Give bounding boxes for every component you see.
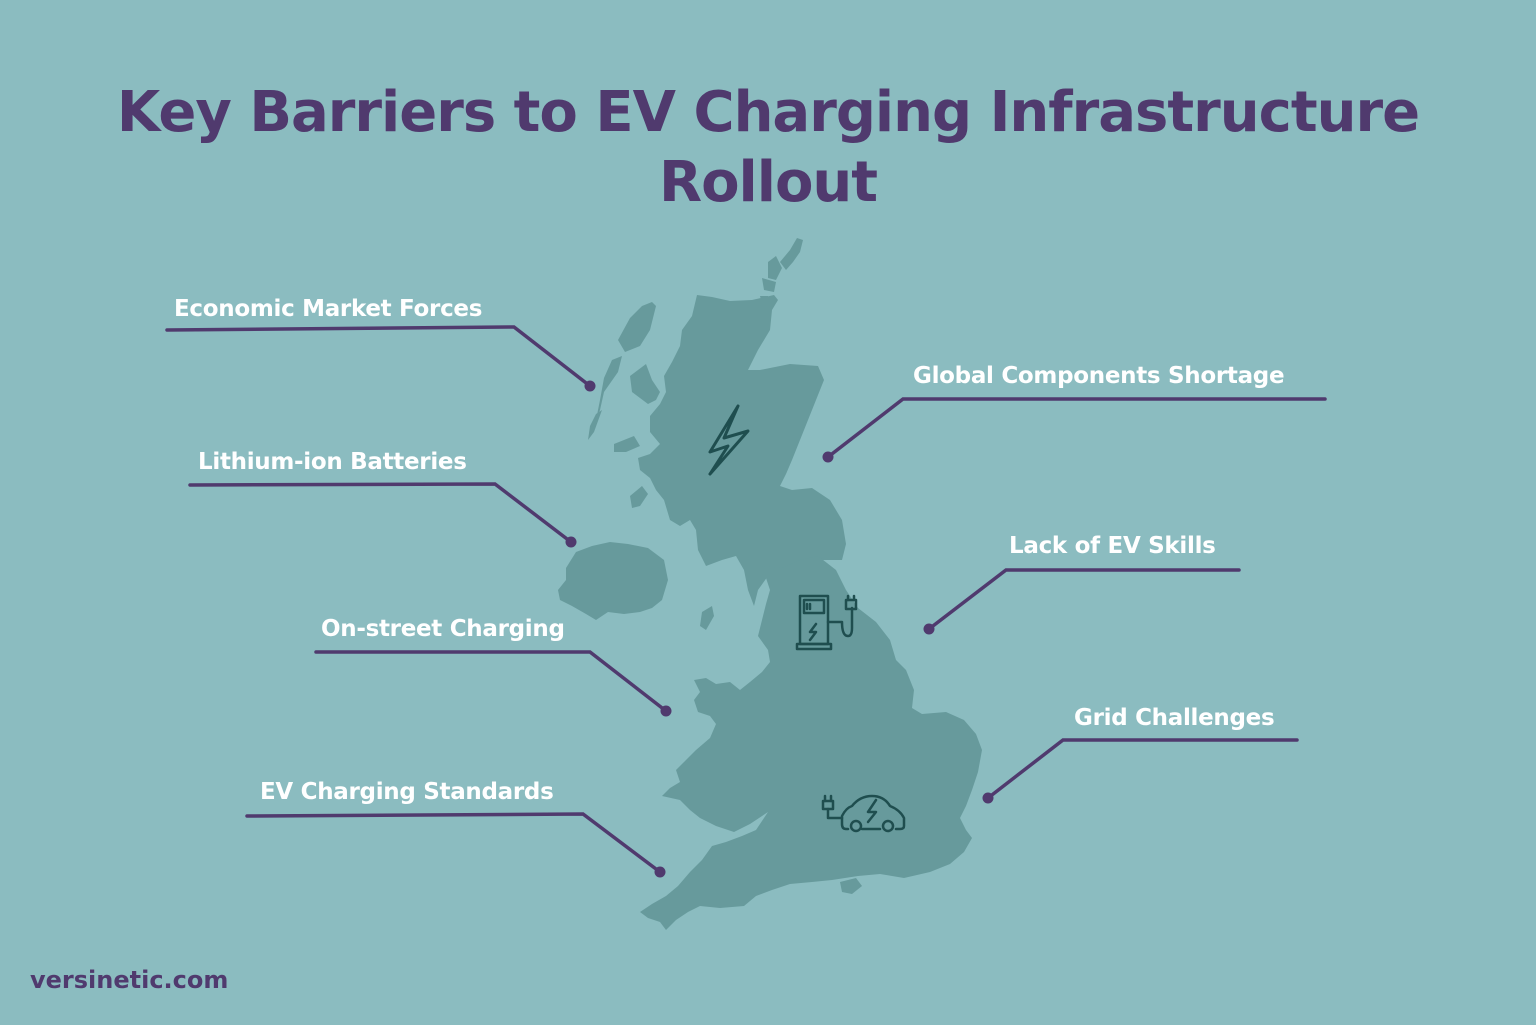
title-line-1: Key Barriers to EV Charging Infrastructu… [116, 80, 1420, 145]
connector-ev-charging-standards [245, 812, 662, 874]
label-lithium-ion-batteries: Lithium-ion Batteries [198, 449, 467, 475]
label-grid-challenges: Grid Challenges [1074, 705, 1275, 731]
shetland-islands [768, 238, 803, 280]
label-lack-of-ev-skills: Lack of EV Skills [1009, 533, 1216, 559]
connector-lithium-ion-batteries [188, 482, 573, 544]
islay [630, 486, 648, 508]
connector-global-components-shortage [826, 397, 1327, 459]
isle-of-wight [840, 878, 862, 894]
connector-dots [565, 380, 994, 878]
connector-lack-of-ev-skills [927, 568, 1241, 631]
connector-grid-challenges [986, 738, 1299, 800]
label-global-components-shortage: Global Components Shortage [913, 363, 1285, 389]
label-economic-market-forces: Economic Market Forces [174, 296, 483, 322]
outer-hebrides [588, 302, 656, 440]
label-ev-charging-standards: EV Charging Standards [260, 779, 554, 805]
connectors [165, 325, 1327, 874]
uk-map [558, 238, 982, 930]
lightning-bolt-icon [708, 404, 750, 476]
charging-station-icon [795, 594, 858, 651]
connector-on-street-charging [314, 650, 668, 713]
skye [630, 364, 660, 404]
page-title: Key Barriers to EV Charging Infrastructu… [0, 78, 1536, 218]
isle-of-man [700, 606, 714, 630]
england-wales [640, 556, 982, 930]
label-on-street-charging: On-street Charging [321, 616, 565, 642]
title-line-2: Rollout [658, 150, 878, 215]
website-link[interactable]: versinetic.com [30, 966, 229, 994]
electric-car-icon [821, 794, 906, 833]
connector-economic-market-forces [165, 325, 592, 388]
mull [614, 436, 640, 452]
northern-ireland [558, 542, 668, 620]
scotland-mainland [638, 295, 846, 606]
